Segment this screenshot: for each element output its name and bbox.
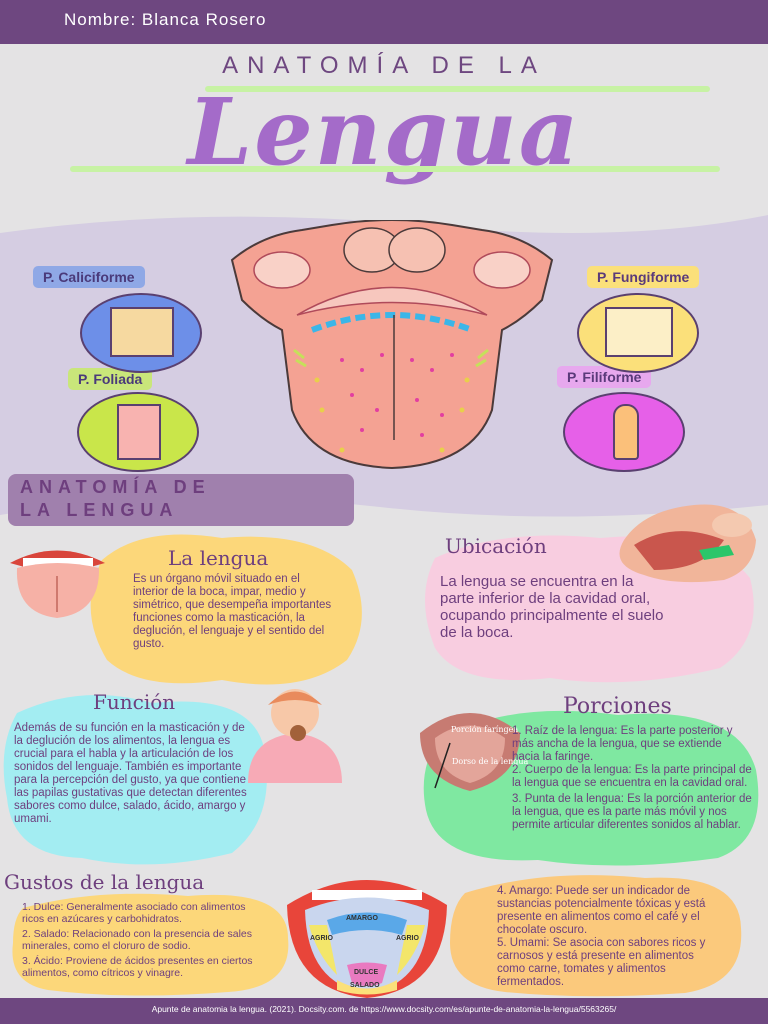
section-heading-line1: ANATOMÍA DE xyxy=(20,477,211,497)
circle-filiforme xyxy=(563,392,685,472)
la-lengua-title: La lengua xyxy=(168,546,269,570)
porciones-item-2: 2. Cuerpo de la lengua: Es la parte prin… xyxy=(512,764,752,789)
ubicacion-text: La lengua se encuentra en la parte infer… xyxy=(440,573,664,641)
taste-label-salado: SALADO xyxy=(350,982,380,989)
tongue-mouth-image xyxy=(10,550,105,618)
head-anatomy-image xyxy=(619,504,756,583)
portion-label-dorsum: Dorso de la lengua xyxy=(452,757,529,766)
label-caliciforme: P. Caliciforme xyxy=(33,266,145,288)
divider-bottom xyxy=(70,166,720,172)
gustos-item-4: 4. Amargo: Puede ser un indicador de sus… xyxy=(497,885,706,936)
taste-label-agrio-right: AGRIO xyxy=(396,935,419,942)
blob-gustos-left xyxy=(12,893,289,996)
taste-label-agrio-left: AGRIO xyxy=(310,935,333,942)
section-heading-line2: LA LENGUA xyxy=(20,500,179,520)
la-lengua-text: Es un órgano móvil situado en el interio… xyxy=(133,573,332,650)
gustos-item-5: 5. Umami: Se asocia con sabores ricos y … xyxy=(497,937,706,988)
taste-map-image xyxy=(287,880,447,998)
funcion-text: Además de su función en la masticación y… xyxy=(14,722,247,825)
taste-label-amargo: AMARGO xyxy=(346,915,378,922)
portion-label-pharyngeal: Porción faríngea xyxy=(451,725,519,734)
gustos-item-3: 3. Ácido: Proviene de ácidos presentes e… xyxy=(22,955,253,979)
porciones-title: Porciones xyxy=(563,694,672,719)
label-foliada: P. Foliada xyxy=(68,368,153,390)
footer-bar xyxy=(0,998,768,1024)
funcion-title: Función xyxy=(93,690,176,714)
page-subtitle: ANATOMÍA DE LA xyxy=(222,52,546,79)
circle-foliada xyxy=(77,392,199,472)
gustos-item-1: 1. Dulce: Generalmente asociado con alim… xyxy=(22,901,246,925)
tongue-illustration xyxy=(230,220,554,470)
top-bar xyxy=(0,0,768,44)
source-citation: Apunte de anatomia la lengua. (2021). Do… xyxy=(151,1004,617,1014)
gustos-item-2: 2. Salado: Relacionado con la presencia … xyxy=(22,928,252,952)
author-name: Nombre: Blanca Rosero xyxy=(64,10,267,29)
blob-gustos-right xyxy=(450,875,742,997)
porciones-item-1: 1. Raíz de la lengua: Es la parte poster… xyxy=(512,725,733,763)
divider-top xyxy=(205,86,710,92)
circle-fungiforme xyxy=(577,293,699,373)
tongue-portions-image xyxy=(420,713,520,791)
blob-la-lengua xyxy=(90,534,362,685)
blob-funcion xyxy=(3,695,267,865)
ubicacion-title: Ubicación xyxy=(445,534,547,558)
gustos-title: Gustos de la lengua xyxy=(4,870,205,894)
circle-caliciforme xyxy=(80,293,202,373)
taste-label-dulce: DULCE xyxy=(354,969,379,976)
porciones-item-3: 3. Punta de la lengua: Es la porción ant… xyxy=(512,793,752,831)
section-heading-box xyxy=(8,474,354,526)
label-fungiforme: P. Fungiforme xyxy=(587,266,700,288)
person-eating-image xyxy=(248,689,342,783)
